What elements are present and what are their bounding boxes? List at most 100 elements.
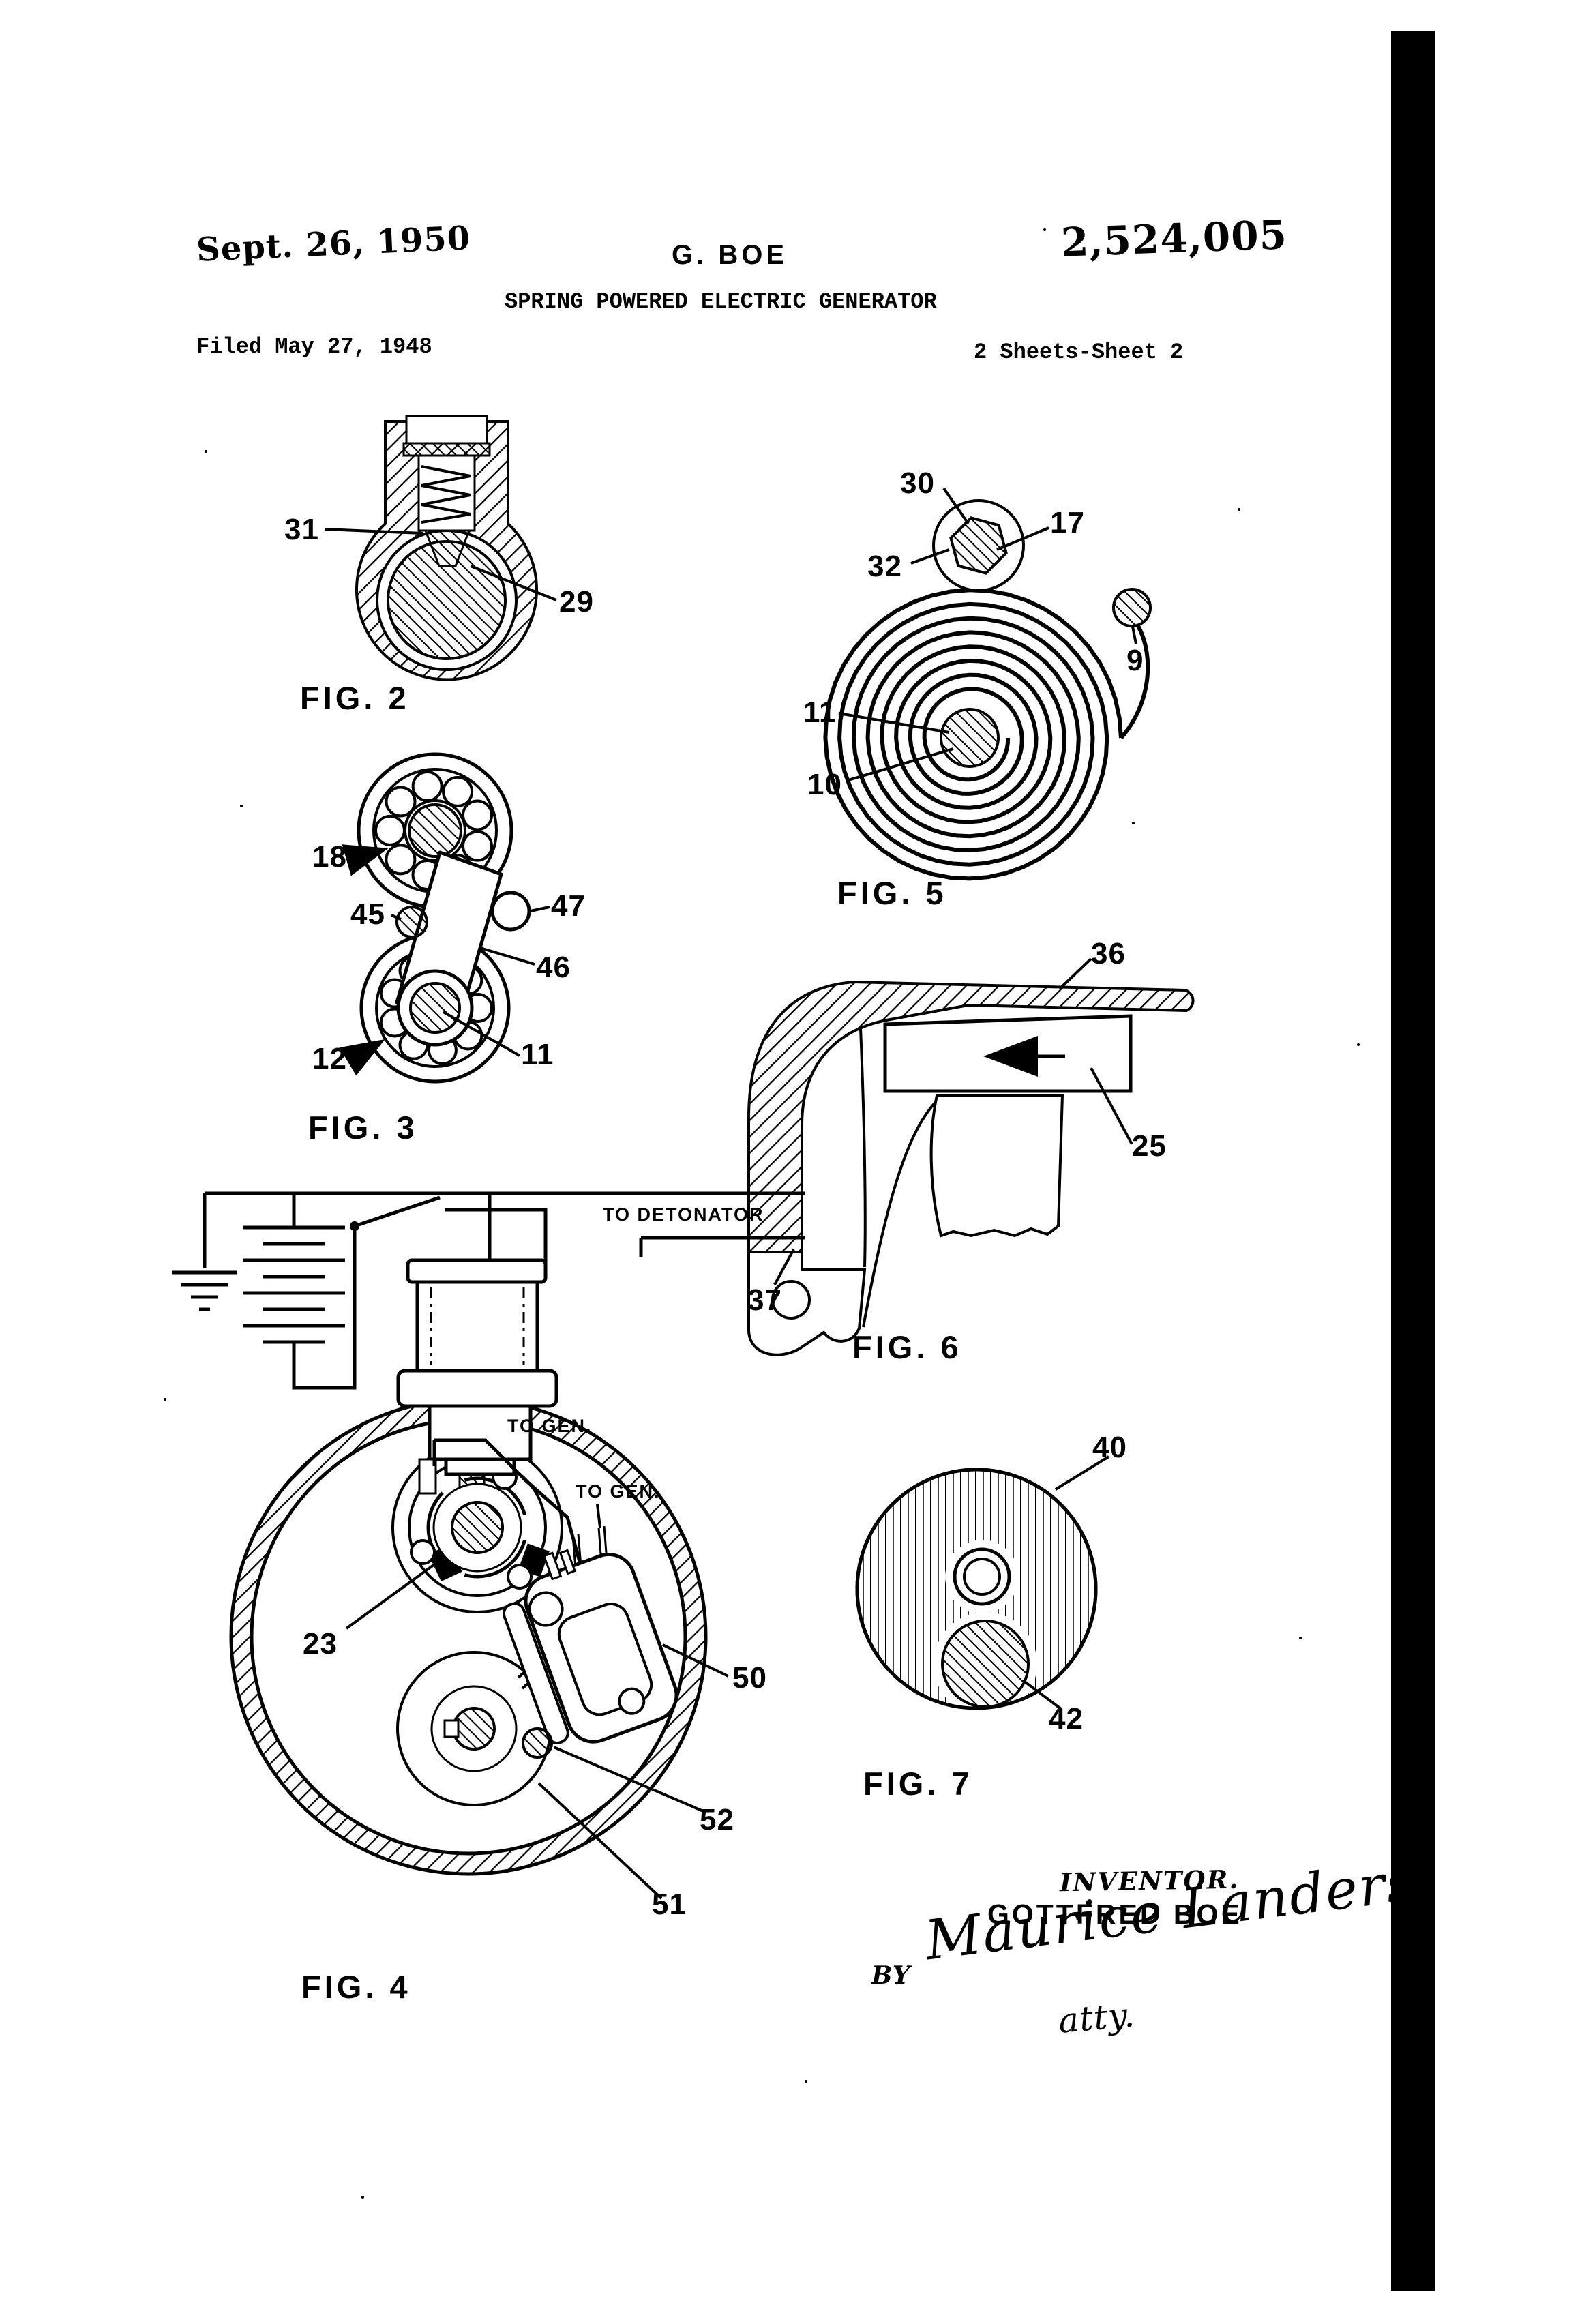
- ref-32: 32: [867, 550, 902, 583]
- fig3-drawing: [339, 752, 550, 1084]
- ref-51: 51: [652, 1888, 687, 1921]
- fig5-drawing: [823, 487, 1152, 881]
- fig2-leader-29: [470, 565, 557, 601]
- fig2-drawing: [324, 415, 557, 681]
- ref-37: 37: [747, 1283, 782, 1317]
- ref-40: 40: [1092, 1431, 1127, 1464]
- wire-label-to-detonator: TO DETONATOR: [603, 1204, 764, 1225]
- fig6-leader-36: [1058, 957, 1092, 990]
- by-label: BY: [871, 1961, 911, 1990]
- scan-speck: [1238, 508, 1240, 511]
- fig4-caption: FIG. 4: [301, 1969, 411, 2005]
- fig5-leader-17: [996, 526, 1049, 551]
- fig5-spring-end-9: [1112, 588, 1152, 627]
- fig3-pin-45: [395, 906, 428, 938]
- scan-speck: [205, 450, 207, 453]
- fig6-drawing: [747, 957, 1195, 1356]
- gen-lead-1: [432, 1438, 582, 1562]
- ref-17: 17: [1050, 506, 1085, 539]
- ref-25: 25: [1132, 1129, 1167, 1163]
- ref-10: 10: [807, 768, 842, 801]
- fig4-generator-23: [391, 1442, 563, 1613]
- ref-18: 18: [312, 840, 347, 874]
- fig4-leader-50: [662, 1643, 729, 1678]
- fig5-spiral-spring: [823, 588, 1123, 881]
- patent-number: 2,524,005: [1060, 211, 1288, 266]
- scan-speck: [1357, 1043, 1360, 1046]
- ground-symbol: [172, 1270, 237, 1311]
- fig4-condenser-housing: [396, 1258, 558, 1476]
- fig5-hub: [940, 708, 1000, 768]
- fig5-leader-9: [1131, 626, 1137, 644]
- scan-speck: [164, 1398, 166, 1401]
- fig6-magnet-25: [883, 1014, 1133, 1093]
- ref-45: 45: [350, 897, 385, 931]
- fig3-leader-46: [479, 947, 535, 966]
- detonator-wire: [639, 1236, 805, 1257]
- scan-speck: [805, 2080, 807, 2083]
- attorney-title: atty.: [1056, 1995, 1137, 2041]
- scan-edge-bar: [1391, 31, 1435, 2291]
- fig4-wheel-51: [396, 1649, 565, 1806]
- ref-30: 30: [900, 466, 935, 500]
- fig2-leader-31: [324, 528, 423, 535]
- scan-speck: [361, 2196, 364, 2199]
- ref-11-fig3: 11: [521, 1038, 554, 1071]
- fig6-leader-25: [1090, 1067, 1133, 1145]
- applicant-name: G. BOE: [672, 240, 788, 270]
- fig3-leader-45: [391, 914, 402, 921]
- switch-blade: [354, 1195, 441, 1228]
- ref-9: 9: [1126, 644, 1144, 677]
- ref-12: 12: [312, 1042, 347, 1075]
- fig4-drawing: [172, 1191, 805, 1900]
- fig5-leader-32: [910, 548, 950, 565]
- fig3-roller-47: [490, 891, 531, 932]
- sheet-info: 2 Sheets-Sheet 2: [974, 340, 1184, 365]
- gen-lead-2: [596, 1504, 601, 1528]
- fig4-leader-23: [345, 1562, 438, 1630]
- fig5-caption: FIG. 5: [837, 875, 947, 911]
- fig5-leader-30: [942, 487, 970, 525]
- ref-47: 47: [551, 889, 586, 923]
- ref-31: 31: [284, 513, 319, 546]
- ref-50: 50: [732, 1661, 767, 1695]
- fig3-leader-18: [342, 844, 389, 876]
- fig5-leader-11: [838, 712, 950, 734]
- fig3-caption: FIG. 3: [308, 1109, 418, 1146]
- fig3-leader-11: [443, 1011, 520, 1057]
- ref-52: 52: [700, 1803, 734, 1836]
- ref-11-fig5: 11: [803, 696, 837, 729]
- scan-speck: [1299, 1637, 1302, 1639]
- fig5-hex-arbor-32: [949, 516, 1008, 575]
- patent-title: SPRING POWERED ELECTRIC GENERATOR: [505, 289, 937, 314]
- fig6-pole-flap: [929, 1094, 1064, 1238]
- ref-36: 36: [1091, 937, 1126, 970]
- fig4-escapement-50: [502, 1549, 678, 1744]
- ref-42: 42: [1049, 1702, 1084, 1735]
- fig6-caption: FIG. 6: [852, 1329, 962, 1365]
- fig4-shell-rim: [229, 1397, 708, 1876]
- generator-shaft: [451, 1501, 504, 1554]
- fig7-weight-42: [941, 1620, 1030, 1708]
- scan-speck: [1043, 228, 1046, 231]
- wire-label-to-gen-2: TO GEN.: [576, 1481, 661, 1502]
- fig4-leader-51: [537, 1782, 663, 1900]
- ref-46: 46: [536, 951, 571, 984]
- scan-speck: [240, 805, 243, 807]
- fig4-circuit: [172, 1191, 805, 1390]
- fig2-caption: FIG. 2: [300, 680, 410, 716]
- fig7-leader-40: [1054, 1455, 1110, 1491]
- scan-speck: [1132, 822, 1135, 824]
- fig4-roller-52: [522, 1727, 553, 1759]
- fig6-leader-37: [773, 1249, 795, 1285]
- filed-date: Filed May 27, 1948: [196, 334, 432, 359]
- fig4-leader-52: [553, 1746, 707, 1814]
- ref-23: 23: [303, 1627, 338, 1660]
- fig5-leader-10: [848, 747, 954, 781]
- fig3-leader-47: [530, 906, 550, 912]
- fig3-leader-12: [339, 1039, 385, 1076]
- fig7-leader-42: [1021, 1679, 1062, 1710]
- fig6-hole-37: [771, 1280, 811, 1320]
